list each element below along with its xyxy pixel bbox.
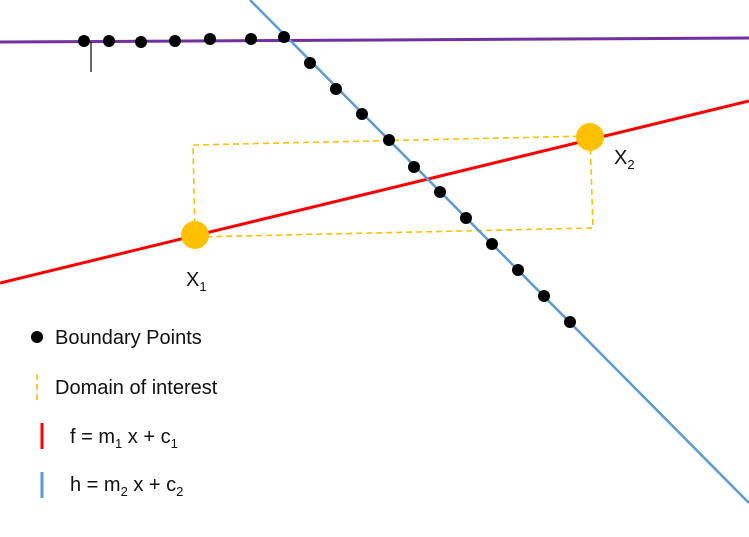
legend-domain-of-interest-label: Domain of interest xyxy=(55,377,218,399)
legend-h-equation: h = m2 x + c2 xyxy=(70,475,183,498)
boundary-point xyxy=(204,33,216,45)
domain-of-interest-box xyxy=(192,135,594,238)
label-x2-sub: 2 xyxy=(627,157,635,172)
h-eq-sub1: 2 xyxy=(120,484,128,499)
boundary-point xyxy=(245,33,257,45)
f-eq-pre: f = m xyxy=(70,426,116,448)
label-x1-base: X xyxy=(186,269,200,291)
boundary-point xyxy=(304,57,316,69)
boundary-points-blue xyxy=(304,57,576,328)
label-x2-base: X xyxy=(614,147,628,169)
boundary-point xyxy=(78,35,90,47)
purple-line xyxy=(0,36,749,44)
boundary-point xyxy=(169,35,181,47)
boundary-point xyxy=(486,238,498,250)
boundary-point xyxy=(103,35,115,47)
label-x1: X1 xyxy=(186,270,207,293)
legend-boundary-points-icon xyxy=(31,331,43,343)
boundary-point xyxy=(356,108,368,120)
label-x2: X2 xyxy=(614,148,635,171)
h-eq-mid: x + c xyxy=(127,474,177,496)
boundary-point xyxy=(564,316,576,328)
point-x2-marker xyxy=(576,123,604,151)
point-x1-marker xyxy=(181,221,209,249)
legend-boundary-points-label: Boundary Points xyxy=(55,327,202,349)
h-eq-pre: h = m xyxy=(70,474,121,496)
f-eq-mid: x + c xyxy=(122,426,171,448)
red-line-f xyxy=(0,99,749,285)
label-x1-sub: 1 xyxy=(199,279,207,294)
blue-line-h xyxy=(249,0,749,504)
boundary-point xyxy=(538,290,550,302)
boundary-point xyxy=(330,83,342,95)
boundary-point xyxy=(512,264,524,276)
f-eq-sub1: 1 xyxy=(115,436,123,451)
boundary-point xyxy=(135,36,147,48)
f-eq-sub2: 1 xyxy=(170,436,178,451)
h-eq-sub2: 2 xyxy=(176,484,184,499)
legend-f-equation: f = m1 x + c1 xyxy=(70,427,178,450)
boundary-point xyxy=(278,31,290,43)
boundary-points-purple xyxy=(78,31,290,48)
boundary-point xyxy=(434,186,446,198)
boundary-point xyxy=(460,212,472,224)
boundary-point xyxy=(408,161,420,173)
boundary-point xyxy=(383,134,395,146)
